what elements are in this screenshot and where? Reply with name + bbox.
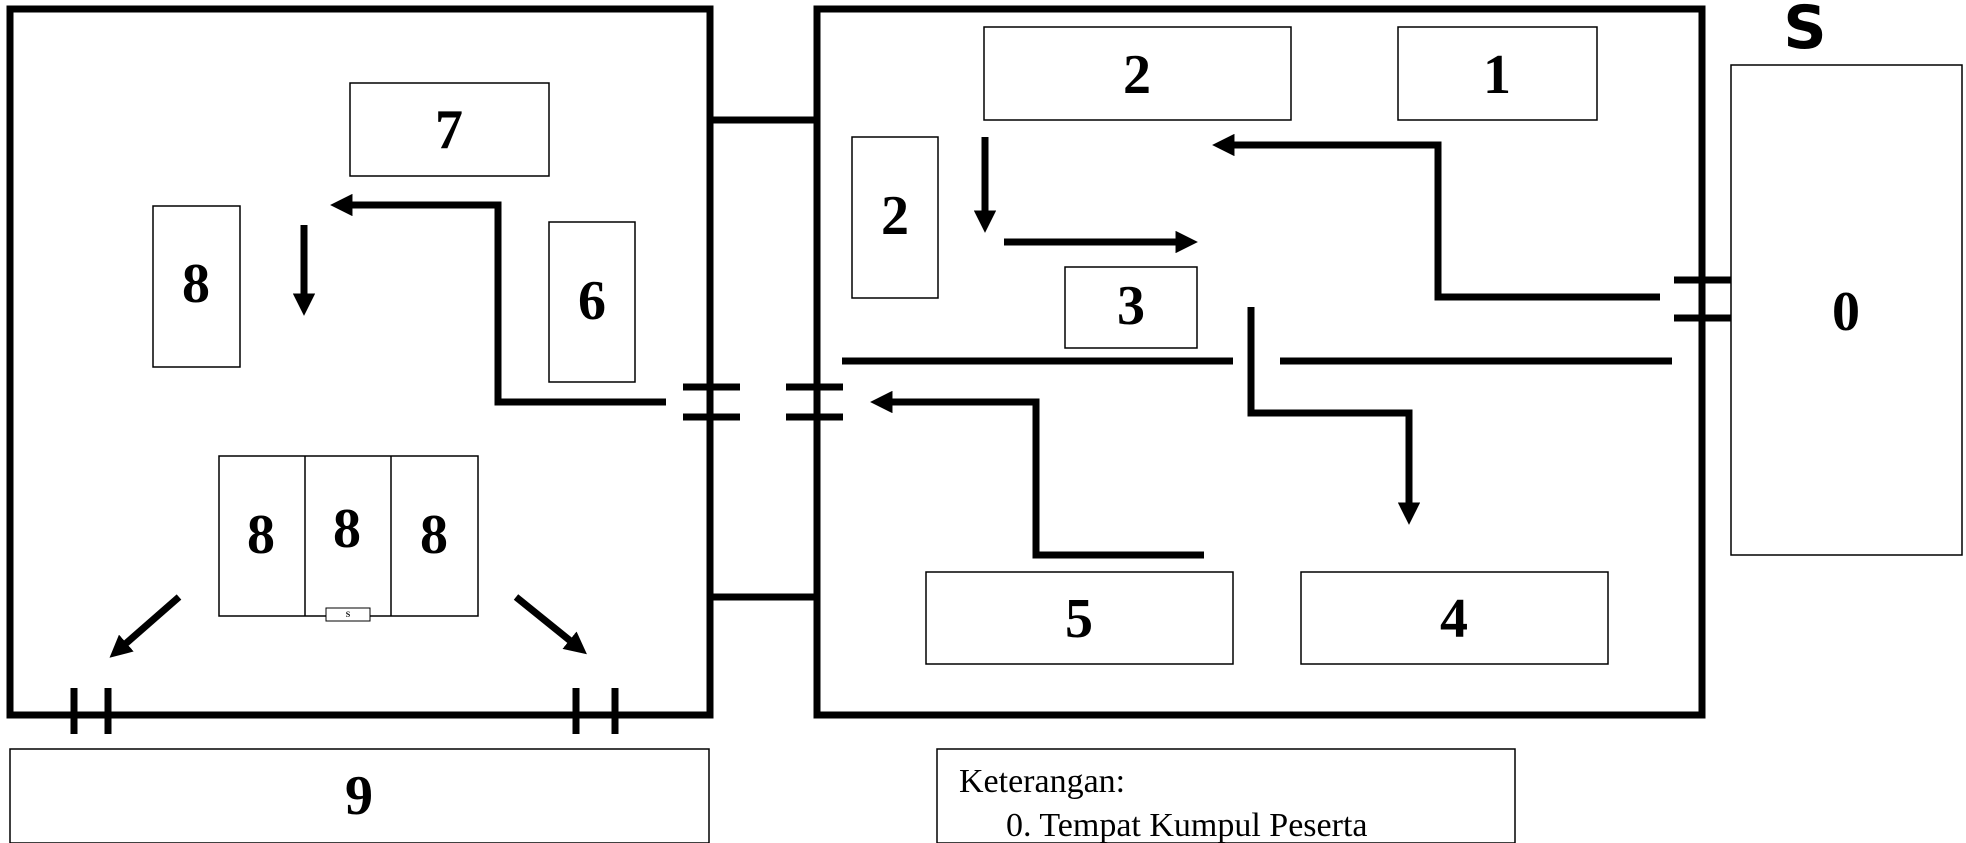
station-7-label: 7 bbox=[435, 99, 463, 161]
arrow-to-exit-left bbox=[109, 594, 182, 658]
station-1: 1 bbox=[1397, 26, 1598, 121]
right-building-wall bbox=[813, 5, 1706, 719]
station-8-left: 8 bbox=[152, 205, 241, 368]
station-2-top-label: 2 bbox=[1123, 44, 1151, 106]
station-8-b-label: 8 bbox=[333, 498, 361, 560]
station-9-label: 9 bbox=[345, 765, 373, 827]
arrow-door-to-7 bbox=[330, 193, 666, 406]
station-5: 5 bbox=[925, 571, 1234, 665]
legend-box: Keterangan: 0. Tempat Kumpul Peserta bbox=[936, 748, 1516, 843]
compass-label: S bbox=[1783, 0, 1826, 63]
station-6-label: 6 bbox=[578, 270, 606, 332]
legend-item-0: 0. Tempat Kumpul Peserta bbox=[1006, 807, 1367, 843]
arrow-5-to-door bbox=[870, 390, 1204, 559]
small-tag-label: S bbox=[346, 610, 351, 619]
station-8-a-label: 8 bbox=[247, 504, 275, 566]
station-1-label: 1 bbox=[1483, 44, 1511, 106]
station-8-group: 8 8 8 S bbox=[218, 455, 479, 622]
station-4: 4 bbox=[1300, 571, 1609, 665]
station-7: 7 bbox=[349, 82, 550, 177]
station-9: 9 bbox=[9, 748, 710, 843]
station-8-left-label: 8 bbox=[182, 253, 210, 315]
station-3-label: 3 bbox=[1117, 275, 1145, 337]
door-right-building bbox=[786, 383, 843, 421]
station-0-label: 0 bbox=[1832, 281, 1860, 343]
door-left-building bbox=[683, 383, 740, 421]
station-2-top: 2 bbox=[983, 26, 1292, 121]
station-2-left: 2 bbox=[851, 136, 939, 299]
station-5-label: 5 bbox=[1065, 588, 1093, 650]
exit-door-left bbox=[70, 688, 112, 734]
arrow-entrance-to-2 bbox=[1212, 133, 1660, 301]
station-2-left-label: 2 bbox=[881, 185, 909, 247]
station-8-c-label: 8 bbox=[420, 504, 448, 566]
arrow-to-exit-right bbox=[513, 594, 587, 655]
station-4-label: 4 bbox=[1440, 588, 1468, 650]
left-building-wall bbox=[6, 5, 714, 719]
arrow-3-to-4 bbox=[1247, 307, 1421, 525]
station-3: 3 bbox=[1064, 266, 1198, 349]
station-6: 6 bbox=[548, 221, 636, 383]
door-entrance-right bbox=[1674, 276, 1731, 322]
legend-title: Keterangan: bbox=[959, 763, 1125, 800]
exit-door-right bbox=[572, 688, 619, 734]
station-0: 0 bbox=[1730, 64, 1963, 556]
